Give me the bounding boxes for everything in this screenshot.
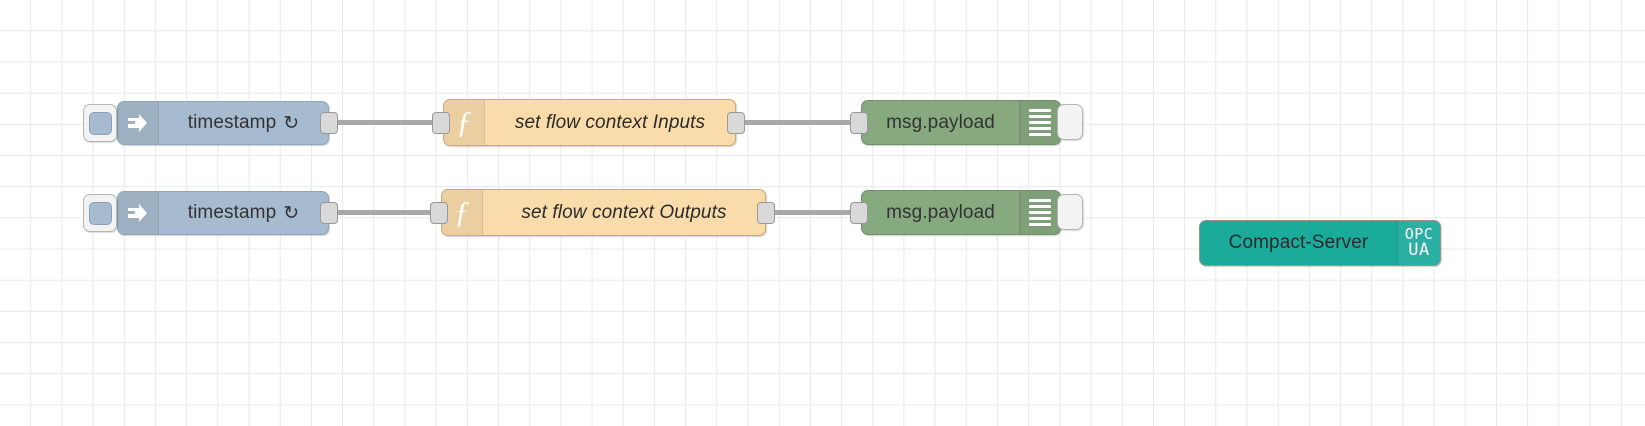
opc-ua-icon-top: OPC — [1404, 224, 1434, 243]
inject-node-label: timestamp ↻ — [159, 102, 328, 144]
function-output-port[interactable] — [727, 112, 745, 134]
inject-trigger-inner — [88, 201, 112, 225]
debug-input-port[interactable] — [850, 112, 868, 134]
inject-trigger-inner — [88, 111, 112, 135]
node-debug-payload[interactable]: msg.payload — [861, 190, 1061, 235]
inject-label-text: timestamp — [187, 202, 277, 223]
debug-list-icon — [1019, 101, 1060, 144]
inject-trigger-button[interactable] — [83, 104, 117, 142]
wire-inject-to-function[interactable] — [336, 120, 434, 125]
function-input-port[interactable] — [432, 112, 450, 134]
debug-enable-toggle[interactable] — [1057, 104, 1083, 140]
inject-label-text: timestamp — [187, 112, 277, 133]
wire-function-to-debug[interactable] — [773, 210, 855, 215]
debug-list-icon — [1019, 191, 1060, 234]
function-input-port[interactable] — [430, 202, 448, 224]
node-function-set-inputs[interactable]: ƒ set flow context Inputs — [443, 99, 736, 146]
inject-repeat-icon: ↻ — [283, 112, 300, 134]
inject-arrow-icon — [118, 192, 159, 234]
node-inject-timestamp[interactable]: timestamp ↻ — [117, 191, 329, 235]
inject-output-port[interactable] — [320, 112, 338, 134]
node-function-set-outputs[interactable]: ƒ set flow context Outputs — [441, 189, 766, 236]
inject-repeat-icon: ↻ — [283, 202, 300, 224]
node-opcua-compact-server[interactable]: Compact-Server OPC UA — [1199, 220, 1441, 266]
opcua-node-label: Compact-Server — [1228, 232, 1369, 253]
inject-node-label: timestamp ↻ — [159, 192, 328, 234]
function-output-port[interactable] — [757, 202, 775, 224]
inject-trigger-button[interactable] — [83, 194, 117, 232]
function-f-icon: ƒ — [442, 190, 483, 235]
debug-node-label: msg.payload — [886, 201, 995, 223]
inject-arrow-icon — [118, 102, 159, 144]
debug-input-port[interactable] — [850, 202, 868, 224]
debug-node-label: msg.payload — [886, 111, 995, 133]
opc-ua-icon-bottom: UA — [1408, 239, 1430, 260]
wire-function-to-debug[interactable] — [743, 120, 855, 125]
function-node-label: set flow context Inputs — [514, 111, 706, 133]
node-inject-timestamp[interactable]: timestamp ↻ — [117, 101, 329, 145]
function-node-label: set flow context Outputs — [521, 201, 727, 223]
function-f-icon: ƒ — [444, 100, 485, 145]
debug-enable-toggle[interactable] — [1057, 194, 1083, 230]
inject-output-port[interactable] — [320, 202, 338, 224]
node-debug-payload[interactable]: msg.payload — [861, 100, 1061, 145]
opc-ua-icon: OPC UA — [1397, 221, 1440, 265]
wire-inject-to-function[interactable] — [336, 210, 432, 215]
